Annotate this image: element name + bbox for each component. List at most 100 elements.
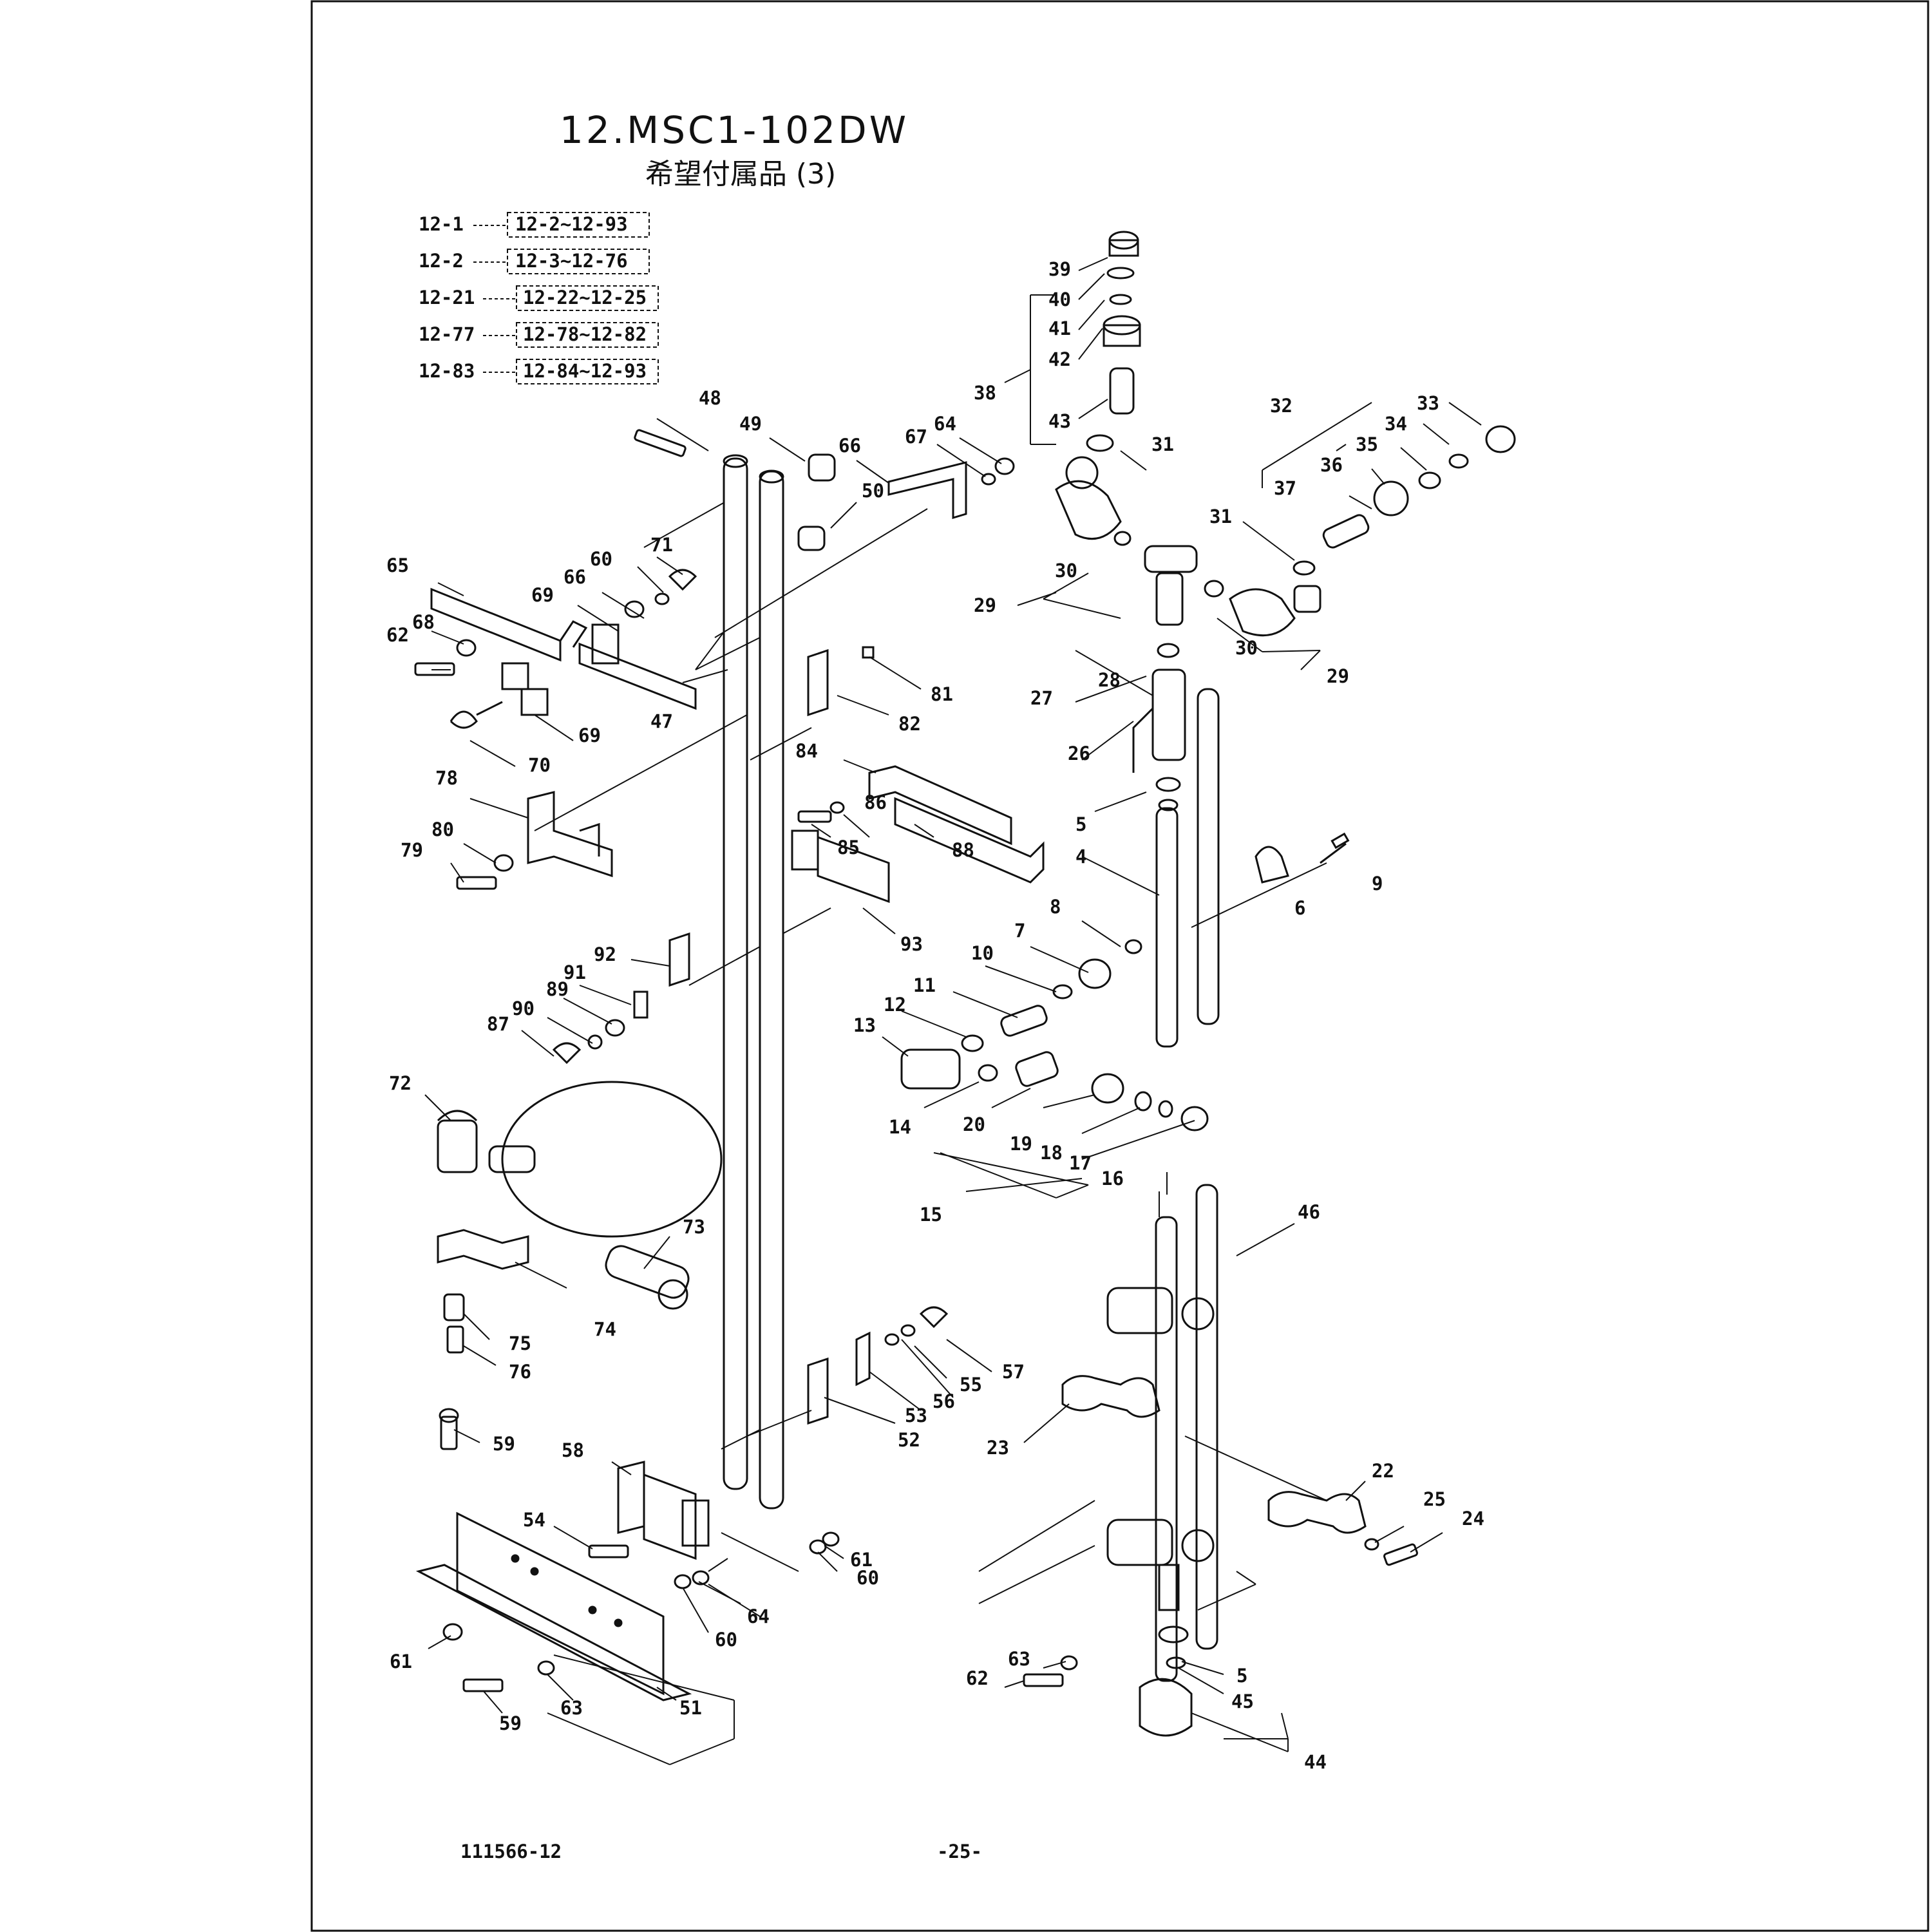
callout: 92	[594, 943, 616, 965]
lower-valve-assembly	[1106, 1287, 1215, 1737]
callout: 59	[493, 1433, 515, 1455]
callout: 46	[1298, 1201, 1320, 1223]
callout: 27	[1030, 687, 1053, 709]
callout: 9	[1372, 873, 1383, 895]
bracket-78	[456, 791, 613, 890]
callout: 43	[1048, 410, 1071, 432]
callout: 42	[1048, 348, 1071, 370]
diagram-title: 12.MSC1-102DW	[560, 108, 909, 152]
callout: 76	[509, 1361, 531, 1383]
group-parent: 12-77	[419, 323, 475, 345]
callout: 16	[1101, 1168, 1124, 1189]
callout: 10	[971, 942, 994, 964]
group-row: 12-83 12-84~12-93	[419, 359, 659, 384]
callout: 44	[1304, 1751, 1327, 1773]
callout: 69	[578, 724, 601, 746]
callout: 52	[898, 1429, 920, 1451]
callout: 63	[1008, 1648, 1030, 1670]
callout: 50	[862, 480, 884, 502]
callout: 61	[850, 1549, 873, 1571]
callout: 40	[1048, 289, 1071, 310]
callout: 33	[1417, 392, 1439, 414]
callout: 74	[594, 1318, 616, 1340]
right-branch-32	[1293, 425, 1516, 576]
callout: 25	[1423, 1488, 1446, 1510]
callout: 75	[509, 1332, 531, 1354]
callout: 60	[857, 1567, 879, 1589]
guide-lines	[534, 502, 1327, 1765]
clip-82	[807, 646, 875, 717]
callout: 87	[487, 1013, 509, 1035]
callout: 12	[884, 994, 906, 1016]
callout: 70	[528, 754, 551, 776]
callout: 64	[747, 1605, 770, 1627]
callout: 82	[898, 713, 921, 735]
callout: 58	[562, 1439, 584, 1461]
callout: 48	[699, 387, 721, 409]
group-row: 12-1 12-2~12-93	[419, 212, 650, 238]
callout: 6	[1294, 897, 1305, 919]
callout: 93	[900, 933, 923, 955]
callout: 71	[650, 534, 673, 556]
callout: 34	[1385, 413, 1407, 435]
group-row: 12-21 12-22~12-25	[419, 285, 659, 311]
callout: 72	[389, 1072, 412, 1094]
callout: 51	[679, 1697, 702, 1719]
callout: 20	[963, 1113, 985, 1135]
callout: 88	[952, 839, 974, 861]
callout: 37	[1274, 477, 1296, 499]
callout: 22	[1372, 1460, 1394, 1482]
part-callouts: 39 40 41 38 42 43 31 32 33 34 35 36 37 3…	[386, 258, 1484, 1773]
callout: 79	[401, 839, 423, 861]
drawing-number: 111566-12	[460, 1841, 562, 1862]
clip-92	[552, 932, 690, 1065]
callout: 29	[974, 594, 996, 616]
bracket-58	[588, 1461, 710, 1560]
callout: 90	[512, 998, 535, 1019]
callout: 28	[1098, 669, 1121, 691]
ball-valve-26	[1132, 643, 1186, 811]
leader-lines	[424, 257, 1482, 1752]
callout: 32	[1270, 395, 1293, 417]
callout: 56	[933, 1390, 955, 1412]
group-range: 12-78~12-82	[523, 323, 647, 345]
group-range: 12-84~12-93	[523, 360, 647, 382]
callout: 30	[1235, 637, 1258, 659]
callout: 19	[1010, 1133, 1032, 1155]
wing-bolt-70	[450, 701, 503, 729]
clamp-74	[437, 1229, 529, 1354]
callout: 31	[1151, 433, 1174, 455]
callout: 41	[1048, 317, 1071, 339]
middle-fittings-15	[900, 939, 1209, 1132]
callout: 8	[1050, 896, 1061, 918]
callout: 23	[987, 1437, 1009, 1459]
base-plate-51	[415, 1408, 1078, 1701]
callout: 36	[1320, 454, 1343, 476]
tee-fitting-27	[1055, 456, 1321, 637]
callout: 61	[390, 1651, 412, 1672]
group-parent: 12-1	[419, 213, 464, 235]
callout: 49	[739, 413, 762, 435]
callout: 66	[564, 566, 586, 588]
callout: 35	[1356, 433, 1378, 455]
callout: 84	[795, 740, 818, 762]
callout: 54	[523, 1509, 545, 1531]
callout: 59	[499, 1712, 522, 1734]
group-parent: 12-21	[419, 287, 475, 308]
callout: 45	[1231, 1690, 1254, 1712]
callout: 85	[837, 837, 860, 858]
callout: 68	[412, 611, 435, 633]
upright-pipe-4	[1155, 688, 1220, 1682]
callout: 11	[913, 974, 936, 996]
callout: 17	[1069, 1152, 1092, 1174]
bracket-65	[414, 569, 697, 716]
callout: 26	[1068, 743, 1090, 764]
callout: 86	[864, 791, 887, 813]
group-range: 12-3~12-76	[515, 250, 628, 272]
callout: 15	[920, 1204, 942, 1226]
callout: 65	[386, 554, 409, 576]
callout: 14	[889, 1116, 911, 1138]
callout: 47	[650, 710, 673, 732]
callout: 13	[853, 1014, 876, 1036]
